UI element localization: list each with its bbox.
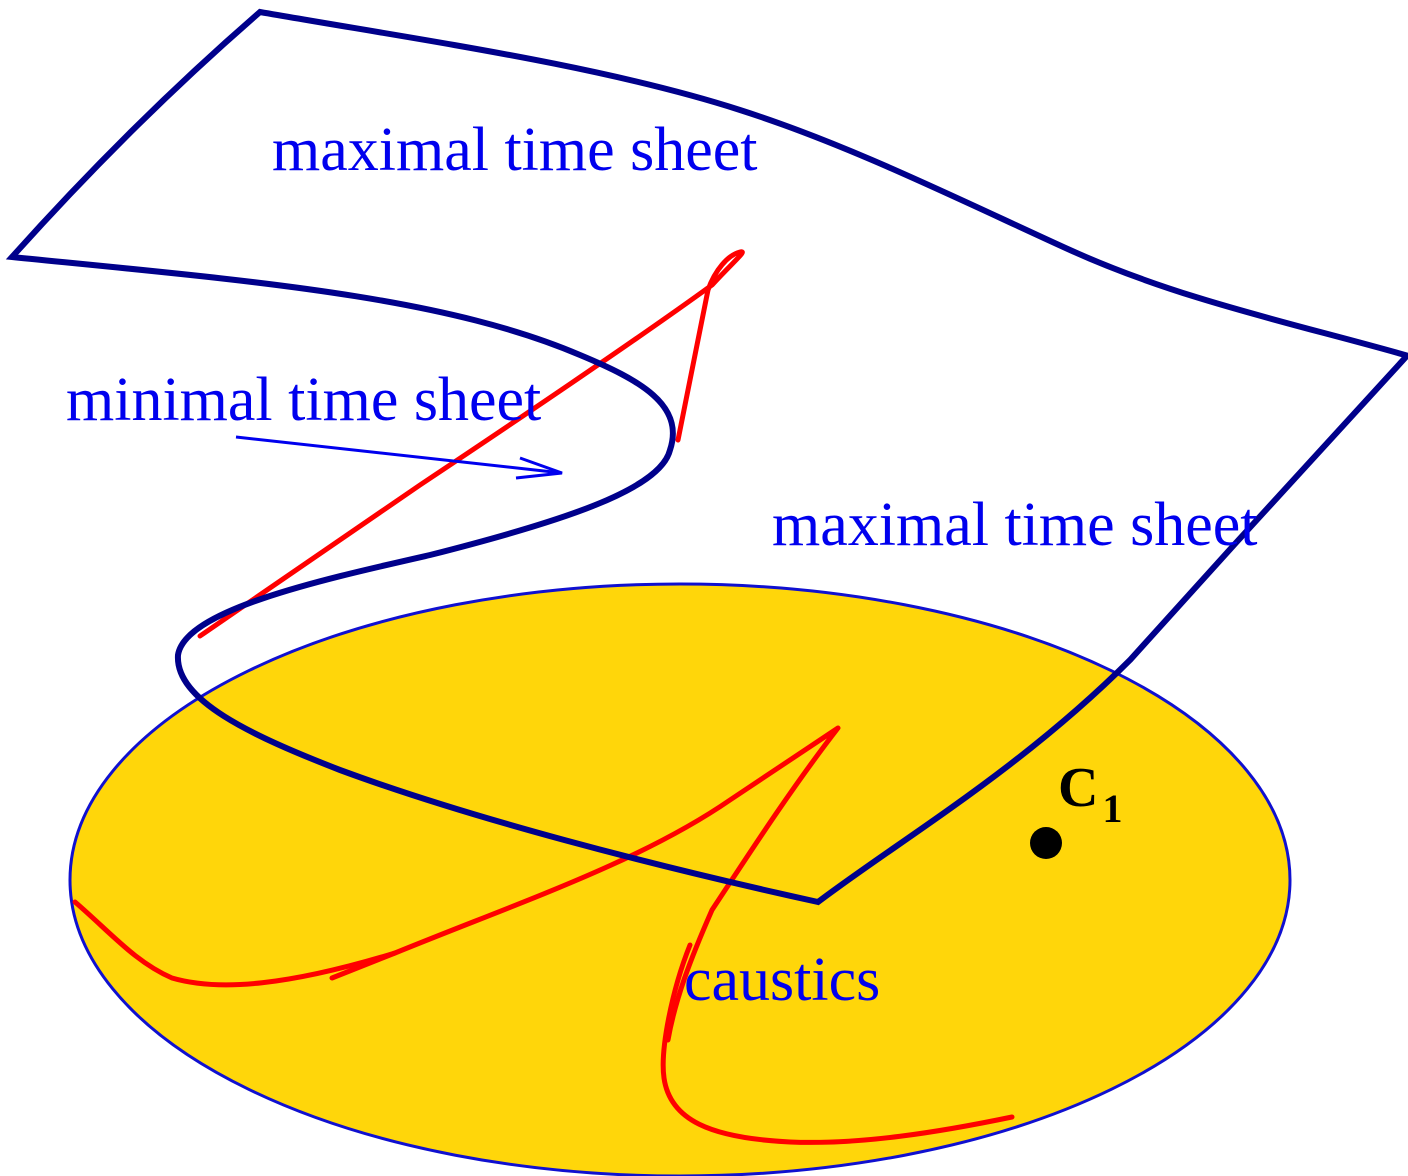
label-point-c1-letter: C [1058, 757, 1098, 819]
caustic-curve-bottom [660, 942, 1015, 1145]
caustic-cusp-spike [329, 725, 841, 1043]
caustic-curve-left [72, 899, 398, 988]
point-c1 [1030, 827, 1062, 859]
caustic-curve-sheet [197, 249, 745, 639]
pointer-arrow-shaft [235, 435, 563, 475]
label-point-c1-subscript: 1 [1102, 786, 1122, 831]
label-maximal-time-sheet-right: maximal time sheet [772, 491, 1258, 559]
base-disk [68, 582, 1292, 1176]
label-minimal-time-sheet: minimal time sheet [66, 366, 541, 434]
pointer-arrow-head [515, 456, 563, 480]
label-caustics: caustics [684, 946, 880, 1014]
time-sheet-outline [5, 8, 1408, 906]
label-maximal-time-sheet-top: maximal time sheet [272, 116, 758, 184]
